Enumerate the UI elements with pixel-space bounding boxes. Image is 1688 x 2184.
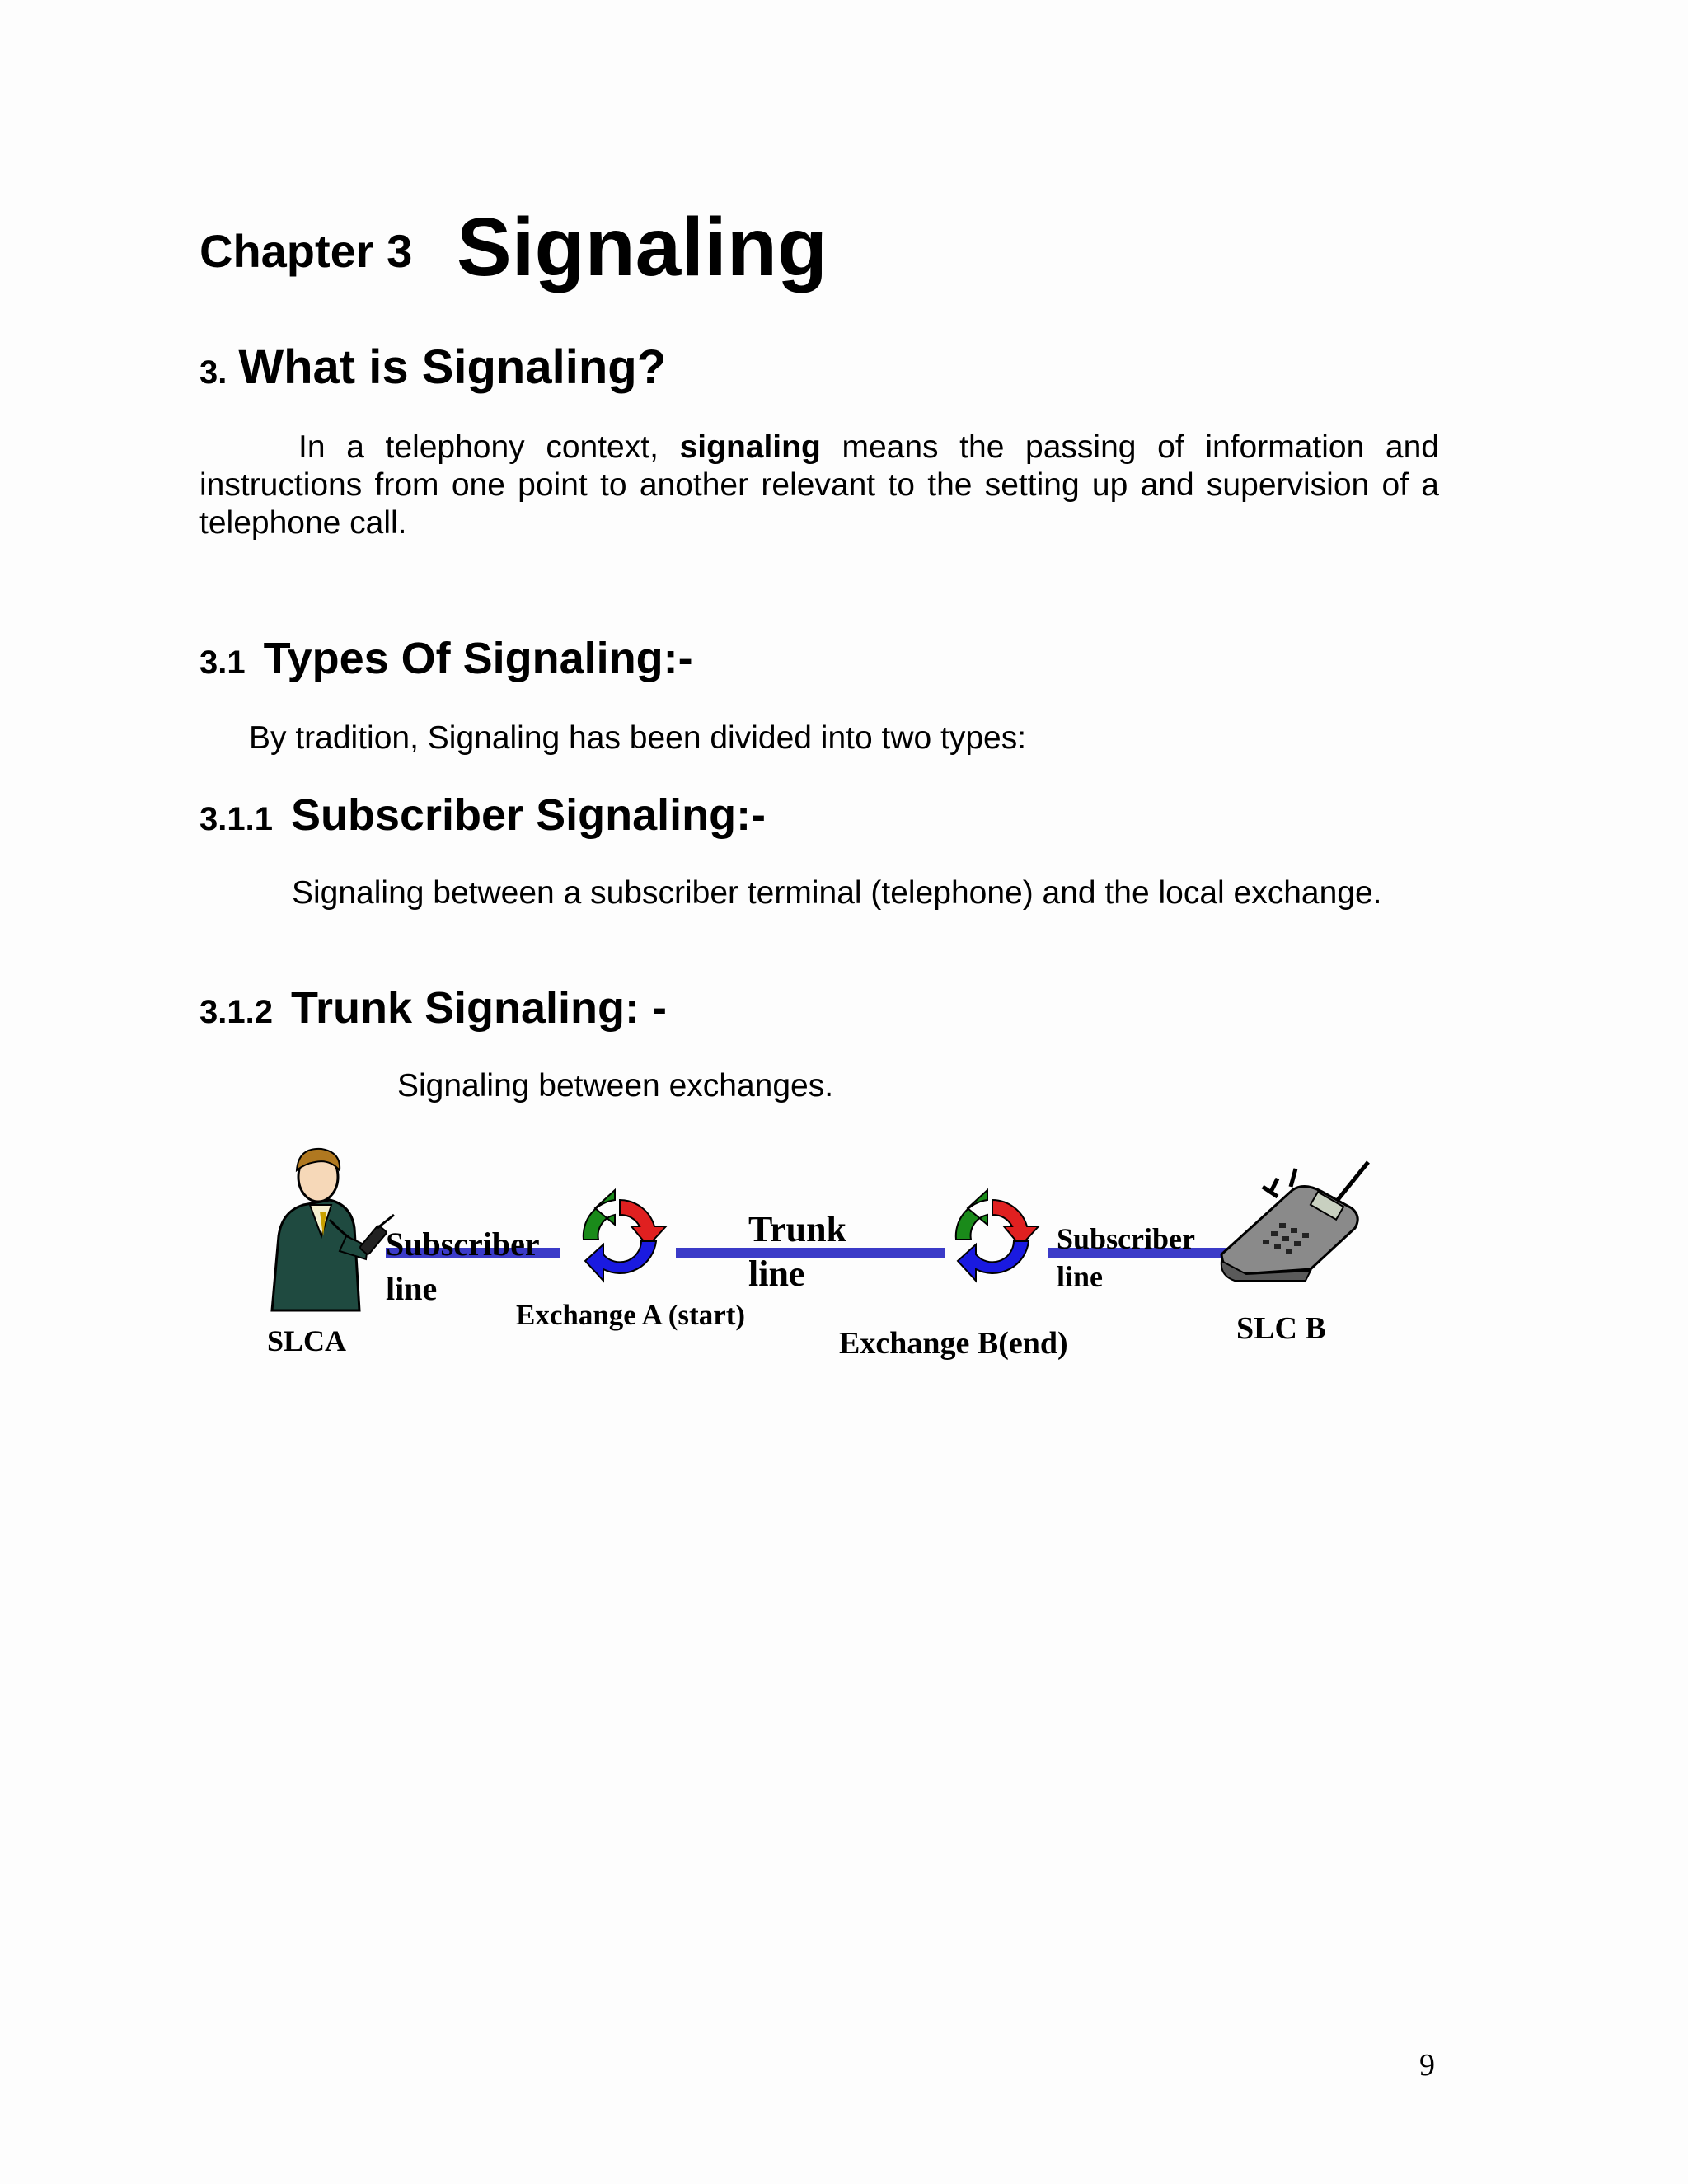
subscriber-line-b-label-2: line: [1057, 1260, 1104, 1293]
trunk-line: [676, 1248, 945, 1258]
exchange-b-cycle-icon: [954, 1188, 1041, 1283]
intro-text-end: means the passing of information and ins…: [199, 429, 1439, 541]
subscriber-line-a: [386, 1248, 560, 1258]
section-title: What is Signaling?: [238, 340, 667, 394]
trunk-line-label-2: line: [748, 1254, 805, 1294]
person-with-phone-icon: [270, 1147, 395, 1312]
chapter-title: Signaling: [457, 201, 828, 293]
intro-paragraph: In a telephony context, signaling means …: [199, 429, 1439, 542]
subscriber-line-a-label-2: line: [386, 1270, 438, 1307]
section-number: 3.1.2: [199, 994, 273, 1030]
section-title: Subscriber Signaling:-: [290, 790, 767, 840]
chapter-label: Chapter 3: [199, 225, 413, 277]
subscriber-line-a-label-1: Subscriber: [386, 1226, 540, 1263]
slc-b-label: SLC B: [1236, 1311, 1326, 1346]
trunk-line-label-1: Trunk: [748, 1209, 847, 1249]
exchange-a-label: Exchange A (start): [516, 1299, 746, 1331]
section-3-heading: 3. What is Signaling?: [199, 340, 666, 395]
section-number: 3.1: [199, 644, 246, 681]
section-number: 3.1.1: [199, 801, 273, 837]
section-number: 3.: [199, 354, 227, 391]
page-number: 9: [1419, 2048, 1435, 2083]
exchange-a-cycle-icon: [582, 1188, 668, 1283]
section-3-1-heading: 3.1 Types Of Signaling:-: [199, 633, 693, 684]
section-3-1-1-heading: 3.1.1 Subscriber Signaling:-: [199, 790, 766, 841]
section-title: Types Of Signaling:-: [263, 634, 693, 683]
intro-text-start: In a telephony context,: [298, 429, 659, 465]
types-paragraph: By tradition, Signaling has been divided…: [249, 720, 1027, 756]
mobile-phone-icon: [1220, 1160, 1370, 1282]
connection-lines: [386, 1248, 1264, 1258]
section-3-1-2-heading: 3.1.2 Trunk Signaling: -: [199, 982, 667, 1033]
intro-bold-term: signaling: [679, 429, 821, 465]
subscriber-line-b: [1048, 1248, 1264, 1258]
subscriber-signaling-paragraph: Signaling between a subscriber terminal …: [292, 875, 1382, 911]
exchange-b-label: Exchange B(end): [839, 1326, 1068, 1361]
trunk-signaling-paragraph: Signaling between exchanges.: [397, 1068, 834, 1104]
section-title: Trunk Signaling: -: [290, 983, 667, 1033]
subscriber-line-b-label-1: Subscriber: [1057, 1222, 1196, 1255]
slca-label: SLCA: [267, 1324, 347, 1357]
